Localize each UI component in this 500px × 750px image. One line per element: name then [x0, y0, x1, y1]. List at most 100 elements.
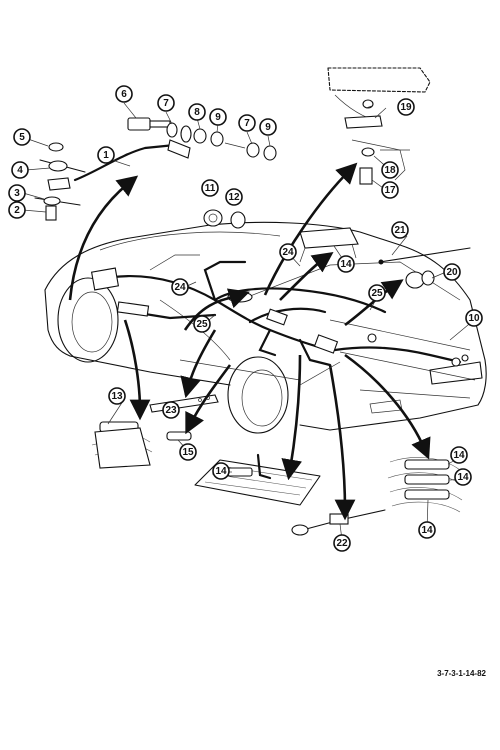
callout-10: 10: [465, 309, 483, 327]
callout-circle: [454, 468, 472, 486]
callout-number: 9: [215, 112, 221, 123]
callout-number: 14: [421, 525, 433, 536]
callout-22: 22: [333, 534, 351, 552]
wiring-harness: [90, 254, 469, 367]
callout-number: 25: [196, 319, 208, 330]
callout-number: 1: [103, 150, 109, 161]
callout-6: 6: [115, 85, 133, 103]
callout-15: 15: [179, 443, 197, 461]
callout-circle: [259, 118, 277, 136]
callout-number: 3: [14, 188, 20, 199]
callout-circle: [465, 309, 483, 327]
callout-3: 3: [8, 184, 26, 202]
callout-circle: [212, 462, 230, 480]
callout-18: 18: [381, 161, 399, 179]
callout-number: 21: [394, 225, 406, 236]
callout-circle: [157, 94, 175, 112]
callout-25: 25: [368, 284, 386, 302]
callout-circle: [11, 161, 29, 179]
lower-left-parts: [149, 384, 219, 441]
ground-strap-assembly: [34, 117, 277, 221]
callout-circle: [97, 146, 115, 164]
callout-7: 7: [238, 114, 256, 132]
callout-14: 14: [418, 521, 436, 539]
callout-2: 2: [8, 201, 26, 219]
callout-number: 4: [17, 165, 23, 176]
callout-circle: [450, 446, 468, 464]
callout-circle: [188, 103, 206, 121]
callout-number: 7: [244, 118, 250, 129]
callout-23: 23: [162, 401, 180, 419]
callout-number: 8: [194, 107, 200, 118]
callout-number: 24: [282, 247, 294, 258]
callout-21: 21: [391, 221, 409, 239]
callout-number: 5: [19, 132, 25, 143]
callout-14: 14: [454, 468, 472, 486]
callout-number: 9: [265, 122, 271, 133]
upper-right-parts: [299, 227, 471, 289]
figure-code: 3-7-3-1-14-82: [437, 669, 486, 678]
callout-number: 12: [228, 192, 240, 203]
callout-circle: [443, 263, 461, 281]
callout-14: 14: [212, 462, 230, 480]
callout-number: 7: [163, 98, 169, 109]
callout-number: 15: [182, 447, 194, 458]
callout-24: 24: [279, 243, 297, 261]
callout-number: 20: [446, 267, 458, 278]
callout-circle: [8, 184, 26, 202]
callout-circle: [8, 201, 26, 219]
front-connector-group: [91, 421, 153, 469]
callout-number: 11: [205, 183, 216, 194]
callout-circle: [179, 443, 197, 461]
callout-circle: [209, 108, 227, 126]
callout-8: 8: [188, 103, 206, 121]
callout-4: 4: [11, 161, 29, 179]
callout-9: 9: [259, 118, 277, 136]
callout-number: 25: [371, 288, 383, 299]
callout-circle: [333, 534, 351, 552]
callout-19: 19: [397, 98, 415, 116]
callout-circle: [225, 188, 243, 206]
callout-number: 6: [121, 89, 127, 100]
callout-number: 14: [215, 466, 227, 477]
callout-11: 11: [201, 179, 219, 197]
callout-number: 14: [340, 259, 352, 270]
car-body: [44, 221, 487, 434]
callout-circle: [279, 243, 297, 261]
callout-number: 10: [468, 313, 480, 324]
callout-number: 14: [457, 472, 469, 483]
callout-circle: [171, 278, 189, 296]
callout-14: 14: [337, 255, 355, 273]
callout-number: 14: [453, 450, 465, 461]
callout-circle: [162, 401, 180, 419]
callout-circle: [337, 255, 355, 273]
rear-harness-part: [291, 509, 386, 536]
callout-circle: [193, 315, 211, 333]
callout-circle: [201, 179, 219, 197]
callout-20: 20: [443, 263, 461, 281]
callout-circle: [13, 128, 31, 146]
callout-circle: [115, 85, 133, 103]
callout-17: 17: [381, 181, 399, 199]
callout-number: 24: [174, 282, 186, 293]
rear-connector-group: [387, 457, 463, 513]
callout-1: 1: [97, 146, 115, 164]
callout-number: 23: [165, 405, 177, 416]
callout-13: 13: [108, 387, 126, 405]
callout-number: 22: [336, 538, 348, 549]
callout-circle: [418, 521, 436, 539]
callout-circle: [397, 98, 415, 116]
callout-14: 14: [450, 446, 468, 464]
callout-24: 24: [171, 278, 189, 296]
callout-circle: [381, 181, 399, 199]
callout-9: 9: [209, 108, 227, 126]
callout-circle: [381, 161, 399, 179]
callout-number: 18: [384, 165, 396, 176]
callout-7: 7: [157, 94, 175, 112]
callout-number: 13: [111, 391, 123, 402]
floor-connector-group: [194, 453, 321, 506]
callout-circle: [391, 221, 409, 239]
